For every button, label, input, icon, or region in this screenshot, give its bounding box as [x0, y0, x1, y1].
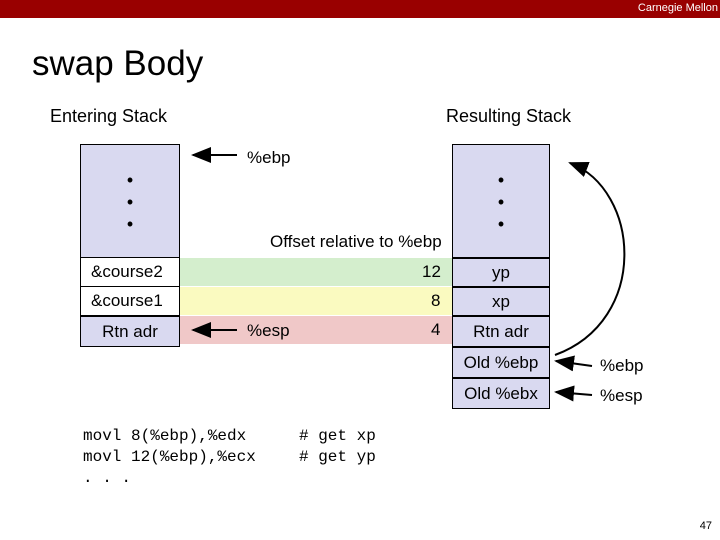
- resulting-stack-top: • • •: [452, 144, 550, 258]
- code-comment-2: # get yp: [299, 448, 376, 466]
- resulting-row-old-ebx: Old %ebx: [452, 378, 550, 409]
- code-line-1: movl 8(%ebp),%edx: [83, 427, 247, 445]
- header-bar: Carnegie Mellon: [0, 0, 720, 18]
- resulting-row-xp: xp: [452, 287, 550, 316]
- resulting-row-rtn-adr: Rtn adr: [452, 316, 550, 347]
- resulting-ebp-label: %ebp: [600, 356, 644, 375]
- page-number: 47: [699, 520, 712, 532]
- resulting-row-yp: yp: [452, 258, 550, 287]
- slide-title: swap Body: [32, 44, 204, 83]
- code-comment-1: # get xp: [299, 427, 376, 445]
- offset-8: 8: [431, 291, 441, 310]
- resulting-row-old-ebp: Old %ebp: [452, 347, 550, 378]
- entering-ebp-label: %ebp: [247, 148, 291, 167]
- band-offset-4: [180, 316, 452, 344]
- entering-esp-label: %esp: [247, 321, 290, 340]
- entering-row-course1: &course1: [80, 287, 180, 316]
- entering-stack-heading: Entering Stack: [50, 106, 168, 126]
- resulting-esp-label: %esp: [600, 386, 643, 405]
- code-line-2: movl 12(%ebp),%ecx: [83, 448, 256, 466]
- entering-stack-top: • • •: [80, 144, 180, 258]
- resulting-esp-arrow: [554, 385, 593, 402]
- org-name: Carnegie Mellon: [637, 2, 718, 14]
- entering-row-rtn-adr: Rtn adr: [80, 316, 180, 347]
- saved-ebp-link-arrow: [554, 162, 626, 356]
- entering-row-course2: &course2: [80, 258, 180, 287]
- resulting-stack-heading: Resulting Stack: [446, 106, 572, 126]
- offset-caption: Offset relative to %ebp: [270, 232, 442, 251]
- resulting-ellipsis: • • •: [497, 170, 505, 234]
- band-offset-12: [180, 258, 452, 286]
- offset-4: 4: [431, 320, 441, 339]
- code-line-3: . . .: [83, 469, 132, 487]
- resulting-ebp-arrow: [554, 355, 593, 372]
- entering-ellipsis: • • •: [126, 170, 134, 234]
- offset-12: 12: [422, 262, 441, 281]
- band-offset-8: [180, 287, 452, 315]
